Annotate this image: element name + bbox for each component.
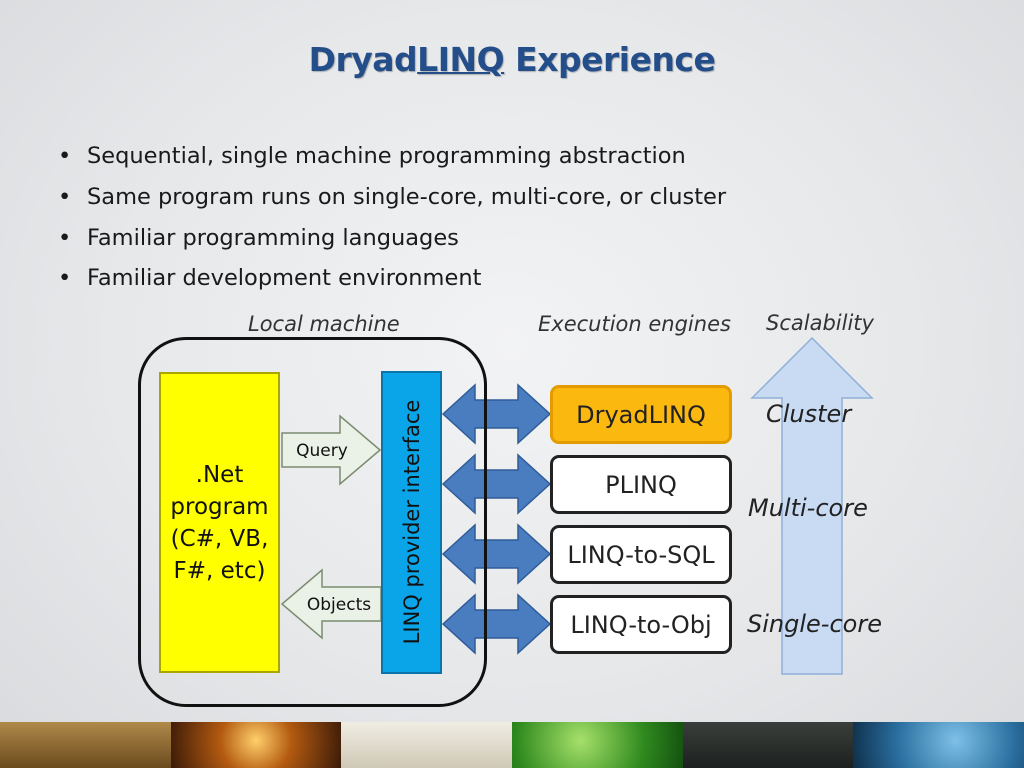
footer-tile-globe [853, 722, 1024, 768]
title-part-dryad: Dryad [308, 40, 418, 79]
objects-label: Objects [307, 595, 371, 615]
title-part-experience: Experience [504, 40, 716, 79]
query-label: Query [296, 441, 348, 461]
query-arrow: Query [281, 414, 382, 486]
net-program-box: .Net program (C#, VB, F#, etc) [159, 372, 280, 673]
title-part-linq: LINQ [417, 40, 505, 79]
footer-image-strip [0, 722, 1024, 768]
footer-tile-chalkboard [682, 722, 854, 768]
footer-tile-books [0, 722, 171, 768]
bullet-list: Sequential, single machine programming a… [58, 136, 726, 299]
footer-tile-compass [170, 722, 342, 768]
bullet-item: Same program runs on single-core, multi-… [58, 177, 726, 218]
engine-dryadlinq: DryadLINQ [550, 385, 732, 444]
engine-linq-to-obj: LINQ-to-Obj [550, 595, 732, 654]
footer-tile-leaf [512, 722, 683, 768]
scalability-arrow [750, 336, 874, 675]
scalability-label: Scalability [766, 311, 874, 335]
engine-linq-to-sql: LINQ-to-SQL [550, 525, 732, 584]
scale-single-core-label: Single-core [747, 610, 882, 638]
local-machine-label: Local machine [248, 312, 400, 336]
footer-tile-paper [341, 722, 513, 768]
scale-cluster-label: Cluster [766, 400, 852, 428]
linq-provider-interface-box [381, 371, 442, 674]
execution-engines-label: Execution engines [538, 312, 731, 336]
bullet-item: Familiar development environment [58, 258, 726, 299]
objects-arrow: Objects [280, 568, 382, 640]
linq-provider-interface-label: LINQ provider interface [400, 399, 424, 645]
engine-plinq: PLINQ [550, 455, 732, 514]
bullet-item: Familiar programming languages [58, 218, 726, 259]
local-machine-frame [138, 337, 487, 707]
net-program-text: .Net program (C#, VB, F#, etc) [170, 461, 269, 584]
slide-title: DryadLINQ Experience [0, 40, 1024, 79]
bullet-item: Sequential, single machine programming a… [58, 136, 726, 177]
scale-multi-core-label: Multi-core [748, 494, 868, 522]
